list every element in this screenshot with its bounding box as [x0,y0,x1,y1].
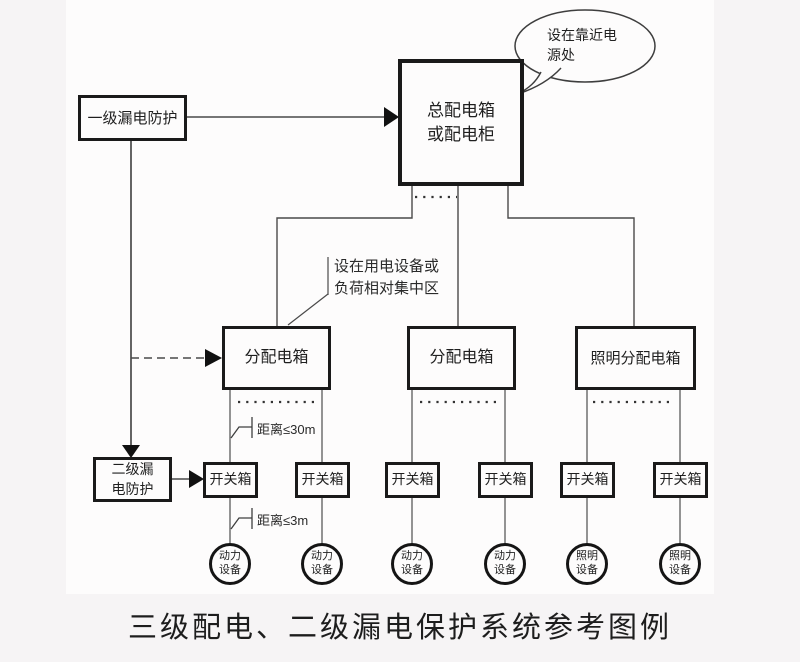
distribution-panel-box-3: 照明分配电箱 [575,326,696,390]
level1-drop-arrow [122,141,140,458]
distance-30m-label: 距离≤30m [257,422,316,437]
level2-protection-box: 二级漏 电防护 [93,457,172,502]
equipment-circle-1: 动力 设备 [209,543,251,585]
main-branch-connectors [276,186,635,326]
equipment-circle-2: 动力 设备 [301,543,343,585]
level2-to-switch-arrow [172,470,204,488]
speech-bubble-shape [514,9,656,95]
diagram-title: 三级配电、二级漏电保护系统参考图例 [127,612,672,644]
dashed-branch-arrow [131,349,222,367]
equipment-circle-3: 动力 设备 [391,543,433,585]
switch-box-1: 开关箱 [203,462,258,498]
level1-protection-box: 一级漏电防护 [78,95,187,141]
switch-to-equipment-legs [229,498,681,544]
equipment-circle-5: 照明 设备 [566,543,608,585]
main-panel-box: 总配电箱 或配电柜 [398,59,524,186]
switch-box-3: 开关箱 [385,462,440,498]
distribution-panel-box-1: 分配电箱 [222,326,331,390]
distance-3m-leader [230,508,253,530]
switch-box-5: 开关箱 [560,462,615,498]
area-note-label: 设在用电设备或 负荷相对集中区 [334,258,440,297]
distribution-panel-box-2: 分配电箱 [407,326,516,390]
feed-arrow [187,107,399,127]
equipment-circle-6: 照明 设备 [659,543,701,585]
panel-to-switch-legs [229,390,681,463]
distance-30m-leader [230,417,253,439]
switch-box-4: 开关箱 [478,462,533,498]
equipment-circle-4: 动力 设备 [484,543,526,585]
switch-box-2: 开关箱 [295,462,350,498]
bubble-note: 设在靠近电 源处 [547,27,617,64]
distance-3m-label: 距离≤3m [257,513,309,528]
switch-box-6: 开关箱 [653,462,708,498]
area-note-leader [287,257,329,326]
